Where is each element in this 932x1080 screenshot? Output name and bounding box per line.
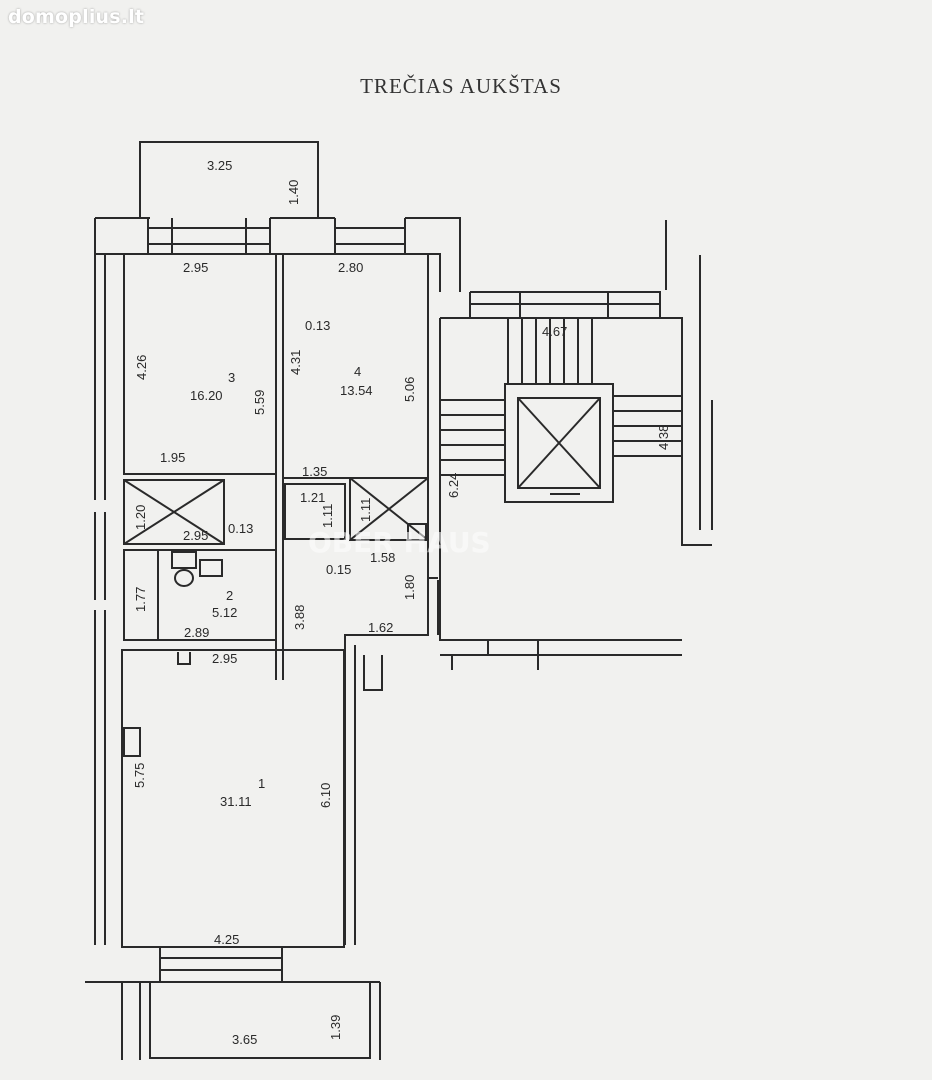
- wall-top: [95, 217, 461, 292]
- room-1-area: 31.11: [220, 794, 252, 809]
- room-3-number: 3: [228, 370, 235, 385]
- svg-text:3.65: 3.65: [232, 1032, 257, 1047]
- hall-walls: [275, 474, 439, 945]
- brand-watermark: OBER HAUS: [308, 526, 491, 559]
- room-4-number: 4: [354, 364, 361, 379]
- svg-text:1.35: 1.35: [302, 464, 327, 479]
- svg-text:1.11: 1.11: [358, 498, 373, 522]
- svg-text:1.77: 1.77: [133, 587, 148, 612]
- svg-text:1.11: 1.11: [320, 504, 335, 528]
- svg-text:5.59: 5.59: [252, 390, 267, 415]
- svg-text:4.67: 4.67: [542, 324, 567, 339]
- svg-text:1.95: 1.95: [160, 450, 185, 465]
- room-4-area: 13.54: [340, 383, 373, 398]
- svg-text:1.21: 1.21: [300, 490, 325, 505]
- closet-middle: [284, 483, 346, 540]
- svg-text:4.31: 4.31: [288, 350, 303, 375]
- floor-title: TREČIAS AUKŠTAS: [360, 74, 562, 98]
- svg-text:2.95: 2.95: [183, 260, 208, 275]
- svg-text:6.10: 6.10: [318, 783, 333, 808]
- svg-text:5.06: 5.06: [402, 377, 417, 402]
- svg-text:5.75: 5.75: [132, 763, 147, 788]
- svg-text:1.80: 1.80: [402, 575, 417, 600]
- stair-window: [469, 291, 661, 318]
- elevator-shaft: [504, 383, 614, 503]
- svg-text:1.20: 1.20: [133, 505, 148, 530]
- site-watermark: domoplius.lt: [8, 6, 145, 28]
- window-bottom: [159, 947, 283, 983]
- svg-text:1.39: 1.39: [328, 1015, 343, 1040]
- svg-text:2.80: 2.80: [338, 260, 363, 275]
- room-1-outline: [121, 649, 345, 948]
- svg-text:4.25: 4.25: [214, 932, 239, 947]
- closet-right: [349, 477, 429, 541]
- window-top-2: [334, 218, 406, 255]
- svg-text:3.25: 3.25: [207, 158, 232, 173]
- svg-text:0.13: 0.13: [305, 318, 330, 333]
- balcony-top: [139, 141, 319, 218]
- svg-text:6.24: 6.24: [446, 473, 461, 498]
- room-2-area: 5.12: [212, 605, 237, 620]
- svg-text:3.88: 3.88: [292, 605, 307, 630]
- svg-text:1.40: 1.40: [286, 180, 301, 205]
- room-3-outline: [123, 253, 277, 475]
- svg-text:0.15: 0.15: [326, 562, 351, 577]
- svg-text:1.58: 1.58: [370, 550, 395, 565]
- room-labels: 3 16.20 4 13.54 2 5.12 1 31.11: [190, 364, 373, 809]
- svg-text:1.62: 1.62: [368, 620, 393, 635]
- svg-text:2.95: 2.95: [212, 651, 237, 666]
- room-1-number: 1: [258, 776, 265, 791]
- svg-text:0.13: 0.13: [228, 521, 253, 536]
- svg-text:4.26: 4.26: [134, 355, 149, 380]
- window-top-1: [147, 218, 271, 255]
- dimension-labels: 3.25 1.40 2.95 2.80 4.26 5.59 0.13 4.31 …: [132, 158, 671, 1047]
- svg-text:2.95: 2.95: [183, 528, 208, 543]
- svg-text:2.89: 2.89: [184, 625, 209, 640]
- closet-left: [123, 479, 225, 545]
- svg-text:4.38: 4.38: [656, 425, 671, 450]
- wall-bottom: [85, 981, 381, 1060]
- wall-left: [94, 254, 106, 945]
- room-3-area: 16.20: [190, 388, 223, 403]
- room-2-number: 2: [226, 588, 233, 603]
- balcony-bottom: [149, 982, 371, 1059]
- stair-outline: [439, 220, 713, 656]
